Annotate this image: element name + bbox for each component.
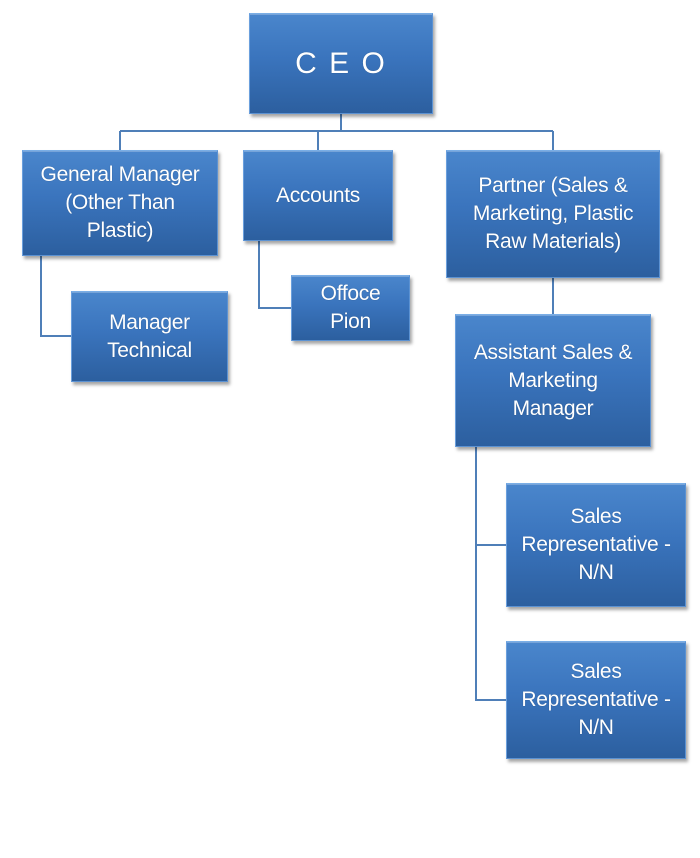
node-label: Manager Technical: [107, 310, 192, 362]
node-partner: Partner (Sales & Marketing, Plastic Raw …: [446, 150, 660, 278]
node-label: Partner (Sales & Marketing, Plastic Raw …: [472, 174, 634, 253]
node-label: C E O: [295, 46, 387, 80]
node-sales-representative-1: Sales Representative - N/N: [506, 483, 686, 607]
node-assistant-sales-marketing-manager: Assistant Sales & Marketing Manager: [455, 314, 651, 447]
node-label: Accounts: [276, 183, 360, 207]
node-label: Assistant Sales & Marketing Manager: [473, 340, 633, 420]
node-label: General Manager (Other Than Plastic): [40, 163, 200, 242]
node-general-manager: General Manager (Other Than Plastic): [22, 150, 218, 256]
connector-gm-manager-technical: [40, 256, 71, 337]
connector-accounts-office-pion: [258, 241, 291, 309]
node-manager-technical: Manager Technical: [71, 291, 228, 382]
node-label: Sales Representative - N/N: [521, 505, 671, 584]
connector-assistant-sales-reps: [475, 447, 506, 701]
node-ceo: C E O: [249, 13, 433, 114]
node-office-pion: Offoce Pion: [291, 275, 410, 341]
node-label: Offoce Pion: [320, 282, 381, 333]
node-accounts: Accounts: [243, 150, 393, 241]
node-label: Sales Representative - N/N: [521, 660, 671, 739]
node-sales-representative-2: Sales Representative - N/N: [506, 641, 686, 759]
